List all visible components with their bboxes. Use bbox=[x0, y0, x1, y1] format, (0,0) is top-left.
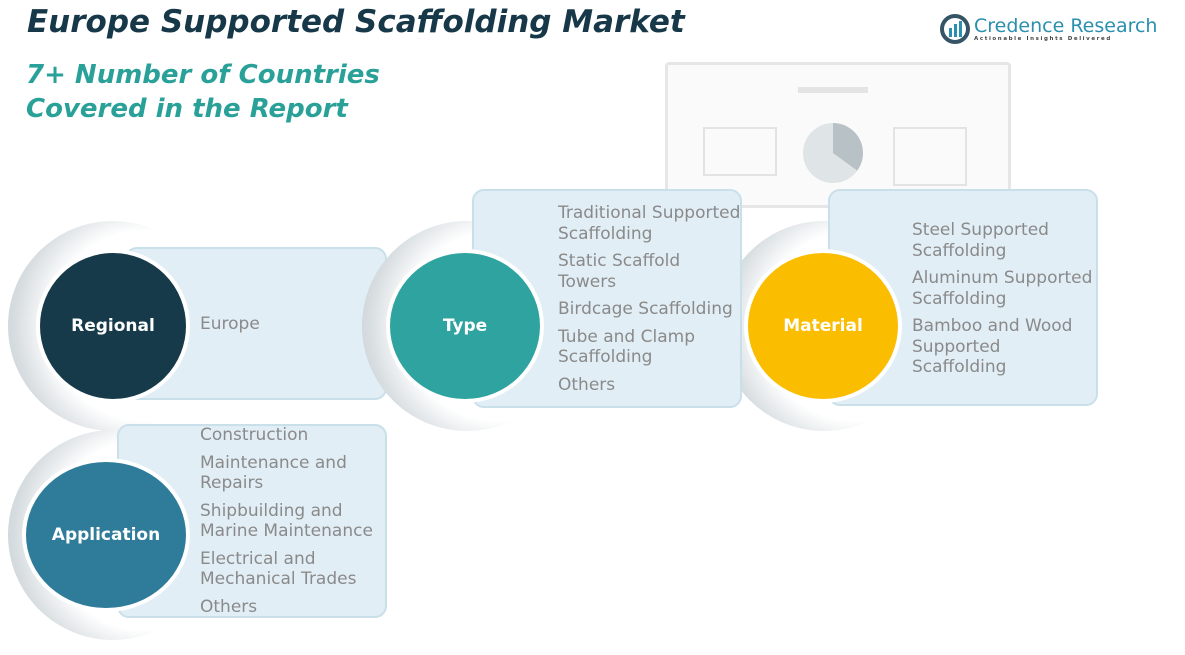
subtitle-line-2: Covered in the Report bbox=[26, 94, 348, 124]
type-box: Traditional Supported Scaffolding Static… bbox=[472, 189, 742, 408]
logo-chart-icon bbox=[940, 14, 970, 44]
application-item: Shipbuilding and Marine Maintenance bbox=[200, 500, 373, 542]
line-illustration-icon bbox=[703, 127, 777, 176]
subtitle-line-1: 7+ Number of Countries bbox=[26, 60, 380, 90]
type-item: Birdcage Scaffolding bbox=[558, 299, 733, 319]
material-item: Aluminum Supported Scaffolding bbox=[912, 268, 1093, 309]
whiteboard-header-bar bbox=[798, 87, 868, 93]
type-item: Tube and Clamp Scaffolding bbox=[558, 326, 695, 368]
logo-tagline: Actionable Insights Delivered bbox=[974, 36, 1112, 42]
type-circle: Type bbox=[386, 249, 544, 403]
logo: Credence Research Actionable Insights De… bbox=[940, 14, 1157, 44]
application-circle: Application bbox=[22, 458, 190, 612]
page-title: Europe Supported Scaffolding Market bbox=[27, 4, 685, 40]
application-item: Electrical and Mechanical Trades bbox=[200, 548, 357, 590]
type-item: Others bbox=[558, 374, 616, 395]
application-item: Maintenance and Repairs bbox=[200, 452, 347, 494]
type-item: Traditional Supported Scaffolding bbox=[558, 203, 741, 244]
logo-name: Credence Research bbox=[974, 15, 1158, 37]
pie-illustration-icon bbox=[803, 123, 863, 183]
background-whiteboard-illustration bbox=[665, 62, 1011, 208]
bar-illustration-icon bbox=[893, 127, 967, 186]
material-item: Bamboo and Wood Supported Scaffolding bbox=[912, 316, 1073, 377]
application-item: Construction bbox=[200, 425, 309, 445]
regional-circle: Regional bbox=[36, 249, 190, 403]
regional-item: Europe bbox=[200, 314, 260, 334]
material-item: Steel Supported Scaffolding bbox=[912, 220, 1049, 261]
type-item: Static Scaffold Towers bbox=[558, 251, 681, 292]
material-circle: Material bbox=[744, 249, 902, 403]
application-item: Others bbox=[200, 596, 258, 617]
